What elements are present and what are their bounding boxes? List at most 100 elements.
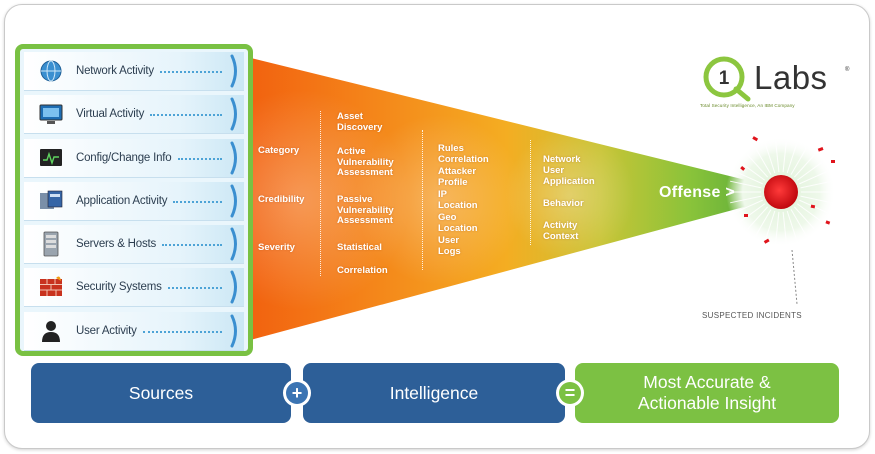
dotted-leader: [159, 71, 222, 73]
col2-item: Active Vulnerability Assessment: [337, 146, 394, 179]
col4-item: Activity Context: [543, 220, 579, 242]
burst-ray: [786, 210, 798, 242]
application-window-icon: [38, 188, 64, 214]
col2-item: Asset Discovery: [337, 111, 383, 133]
source-label: Virtual Activity: [76, 108, 145, 121]
chevron-right-icon: [228, 312, 242, 350]
source-label: Network Activity: [76, 65, 154, 77]
col3-item: Geo Location: [438, 212, 478, 234]
burst-ray: [738, 203, 766, 223]
burst-ray: [790, 146, 808, 175]
server-rack-icon: [38, 231, 64, 257]
suspected-incidents-label: SUSPECTED INCIDENTS: [702, 311, 802, 320]
burst-ray: [796, 161, 824, 181]
col3-item: User Logs: [438, 235, 461, 257]
q1-ring-icon: 1: [703, 56, 751, 102]
col2-item: Passive Vulnerability Assessment: [337, 194, 394, 227]
intelligence-pill-label: Intelligence: [389, 382, 479, 403]
burst-ray: [775, 140, 780, 173]
burst-ray: [799, 170, 829, 185]
col1-item: Severity: [258, 242, 295, 253]
col4-item: Behavior: [543, 198, 584, 209]
dotted-leader: [177, 157, 222, 160]
burst-ray: [794, 153, 817, 178]
source-row: Virtual Activity: [24, 95, 244, 135]
config-screen-icon: [38, 145, 64, 171]
burst-ray: [754, 209, 772, 238]
burst-ray: [730, 180, 762, 189]
column-divider: [422, 130, 423, 270]
col2-item: Statistical: [337, 242, 382, 253]
col3-item: Attacker Profile: [438, 166, 477, 188]
logo-wordmark: Labs: [754, 59, 828, 96]
burst-ray: [794, 206, 817, 231]
incident-core: [764, 175, 798, 209]
burst-ray: [764, 142, 776, 174]
burst-ray: [745, 153, 768, 178]
chevron-right-icon: [228, 95, 242, 133]
burst-ray: [745, 206, 768, 231]
source-row: Security Systems: [24, 268, 244, 308]
incident-sparks: [740, 136, 835, 244]
burst-ray: [738, 161, 766, 181]
source-row: Network Activity: [24, 52, 244, 91]
dotted-leader: [173, 200, 222, 203]
source-row: Config/Change Info: [24, 138, 244, 178]
source-label: Servers & Hosts: [76, 238, 157, 251]
burst-ray: [782, 211, 787, 244]
burst-ray: [775, 211, 780, 244]
burst-ray: [800, 195, 832, 204]
col3-item: Rules Correlation: [438, 143, 489, 165]
funnel-glow-3: [505, 130, 635, 260]
dotted-leader: [167, 287, 222, 290]
chevron-right-icon: [228, 268, 242, 306]
insight-pill-line2: Actionable Insight: [637, 393, 777, 413]
chevron-right-icon: [228, 182, 242, 220]
equals-operator: =: [556, 379, 584, 407]
intelligence-pill: Intelligence: [303, 363, 565, 423]
burst-ray: [790, 209, 808, 238]
column-divider: [320, 111, 321, 276]
dotted-leader: [162, 244, 222, 247]
plus-operator: +: [283, 379, 311, 407]
sources-pill-label: Sources: [128, 382, 194, 403]
burst-ray: [786, 142, 798, 174]
col3-item: IP Location: [438, 189, 478, 211]
burst-ray: [754, 146, 772, 175]
virtual-monitor-icon: [38, 101, 64, 127]
sources-pill: Sources: [31, 363, 291, 423]
burst-ray: [800, 180, 832, 189]
burst-ray: [764, 210, 776, 242]
source-label: Security Systems: [76, 281, 162, 294]
user-person-icon: [38, 318, 64, 344]
logo-tagline: Total Security Intelligence, An IBM Comp…: [700, 103, 795, 108]
q1labs-logo: 1 Labs ® Total Security Intelligence, An…: [700, 53, 850, 113]
burst-ray: [733, 199, 763, 214]
col4-item: Application: [543, 176, 595, 187]
logo-registered: ®: [845, 67, 850, 73]
burst-ray: [782, 140, 787, 173]
burst-ray: [730, 195, 762, 204]
col1-item: Category: [258, 145, 300, 156]
burst-ray: [796, 203, 824, 223]
col1-item: Credibility: [258, 194, 305, 205]
insight-pill-line1: Most Accurate &: [643, 372, 771, 392]
offense-label: Offense >: [659, 184, 736, 201]
equals-sign: =: [559, 382, 581, 404]
suspected-leader: [791, 249, 798, 305]
source-row: Application Activity: [24, 181, 244, 221]
chevron-right-icon: [228, 139, 242, 177]
col4-item: Network User: [543, 154, 581, 176]
logo-numeral: 1: [719, 68, 730, 89]
source-label: Application Activity: [76, 194, 168, 207]
source-row: Servers & Hosts: [24, 225, 244, 265]
dotted-leader: [142, 330, 222, 333]
source-label: Config/Change Info: [76, 151, 172, 164]
burst-ray: [733, 170, 763, 185]
column-divider: [530, 140, 531, 245]
funnel-glow-2: [355, 115, 525, 285]
dotted-leader: [150, 114, 222, 117]
insight-pill: Most Accurate & Actionable Insight: [575, 363, 839, 423]
source-row: User Activity: [24, 311, 244, 351]
